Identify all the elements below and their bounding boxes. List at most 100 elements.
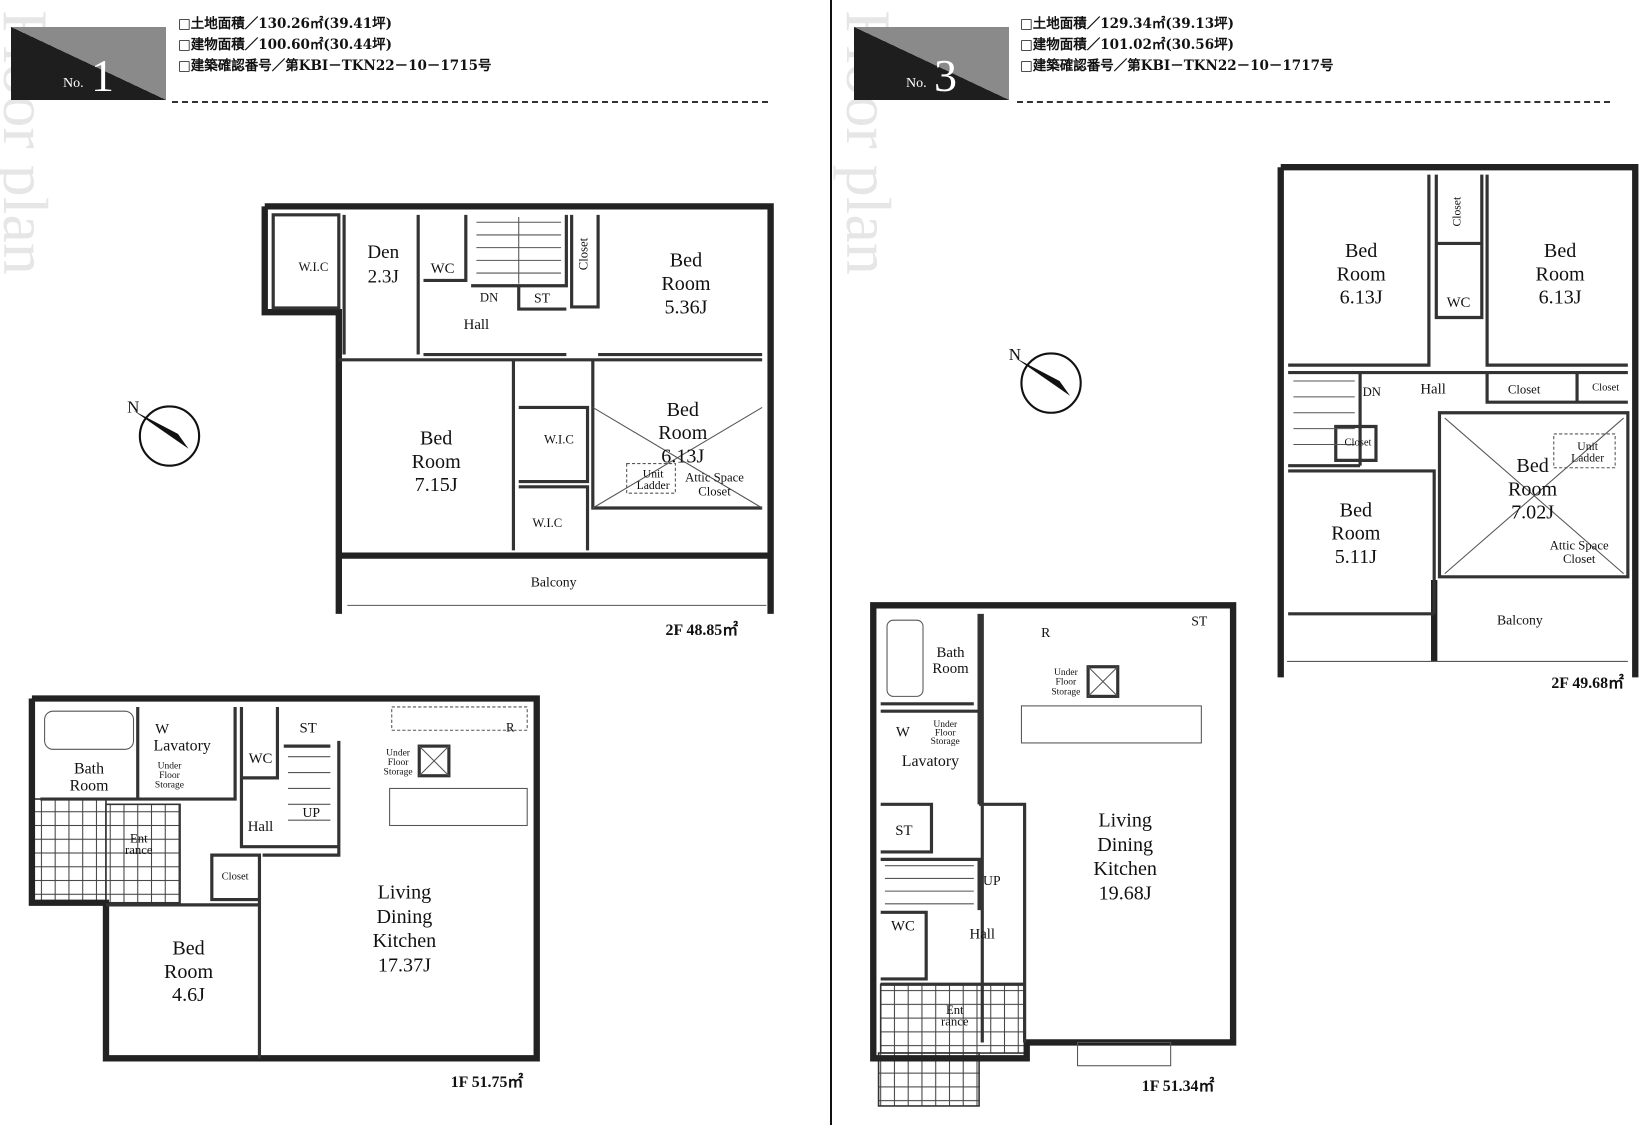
room-label: Den (367, 242, 399, 263)
room-label: Room (70, 778, 109, 795)
room-label: Unit (643, 467, 664, 480)
room-label: Under (933, 720, 958, 730)
land-area: □土地面積／129.34㎡(39.13坪) (1020, 16, 1234, 32)
room-label: 2.3J (368, 267, 399, 288)
room-label: Closet (1563, 552, 1596, 566)
building-area: □建物面積／101.02㎡(30.56坪) (1020, 37, 1234, 53)
page-divider (830, 0, 832, 1125)
room-label: W (896, 725, 910, 741)
room-label: W.I.C (298, 260, 328, 274)
room-label: Storage (155, 780, 184, 790)
land-area: □土地面積／130.26㎡(39.41坪) (178, 16, 392, 32)
plan-number-badge: No. 3 (854, 27, 1009, 101)
room-label: Storage (931, 737, 960, 747)
room-label: Kitchen (373, 930, 437, 952)
room-label: Under (158, 761, 183, 771)
room-label: Living (1098, 810, 1152, 832)
room-label: ST (299, 720, 316, 736)
room-label: Attic Space (685, 471, 744, 485)
room-label: WC (891, 918, 915, 934)
permit-number: □建築確認番号／第KBI－TKN22－10－1715号 (178, 58, 492, 74)
plan-specs: □土地面積／130.26㎡(39.41坪) □建物面積／100.60㎡(30.4… (178, 14, 491, 77)
room-label: Room (932, 661, 969, 677)
room-label: R (1041, 625, 1051, 640)
compass-icon: N (127, 398, 201, 467)
room-label: WC (431, 261, 455, 277)
room-label: Bed (1345, 240, 1377, 262)
room-label: 5.11J (1335, 546, 1377, 568)
room-label: Hall (970, 927, 995, 943)
number-prefix: No. (63, 76, 84, 91)
room-label: Under (386, 749, 411, 759)
floor-area-label: 2F 48.85㎡ (666, 620, 739, 639)
room-label: Floor (1056, 678, 1077, 688)
room-label: WC (1447, 295, 1471, 311)
room-label: DN (1363, 385, 1381, 399)
number-prefix: No. (906, 76, 927, 91)
room-label: 5.36J (664, 296, 707, 318)
room-label: W.I.C (532, 516, 562, 530)
room-label: Bed (667, 399, 699, 421)
compass-north-label: N (1009, 345, 1021, 364)
room-label: W.I.C (544, 432, 574, 446)
room-label: Closet (698, 484, 731, 498)
room-label: W (155, 721, 169, 737)
compass-icon: N (1009, 345, 1082, 414)
plan-specs: □土地面積／129.34㎡(39.13坪) □建物面積／101.02㎡(30.5… (1020, 14, 1333, 77)
room-label: Bath (74, 761, 104, 778)
room-label: 4.6J (172, 984, 205, 1006)
room-label: Closet (1508, 383, 1541, 397)
room-label: rance (125, 843, 153, 857)
room-label: Lavatory (154, 737, 211, 754)
room-label: Room (1331, 523, 1380, 545)
room-label: Bath (937, 645, 966, 661)
room-label: ST (534, 291, 551, 306)
room-label: Closet (222, 871, 249, 882)
room-label: R (506, 720, 515, 734)
room-label: ST (1191, 613, 1208, 628)
room-label: 17.37J (378, 955, 431, 977)
room-label: WC (249, 751, 273, 767)
room-label: Room (412, 451, 461, 473)
room-label: Bed (1544, 240, 1576, 262)
room-label: Closet (1344, 438, 1371, 449)
room-label: Dining (377, 906, 433, 928)
room-label: Room (1536, 263, 1585, 285)
room-label: Hall (464, 317, 489, 333)
room-label: Ladder (637, 479, 670, 492)
floor-area-label: 1F 51.34㎡ (1142, 1076, 1215, 1095)
room-label: Ladder (1571, 451, 1604, 464)
compass-north-label: N (127, 398, 139, 417)
building-area: □建物面積／100.60㎡(30.44坪) (178, 37, 392, 53)
room-label: Floor (935, 729, 956, 739)
floor-area-label: 1F 51.75㎡ (451, 1072, 524, 1091)
room-label: Bed (1516, 455, 1548, 477)
room-label: Living (378, 882, 432, 904)
room-label: Room (1508, 478, 1557, 500)
room-label: Storage (384, 768, 413, 778)
room-label: 7.02J (1511, 502, 1554, 524)
room-label: UP (303, 805, 321, 820)
room-label: Unit (1577, 440, 1598, 453)
room-label: Room (1337, 263, 1386, 285)
room-label: Closet (1592, 383, 1619, 394)
room-label: Ent (130, 831, 148, 845)
room-label: UP (983, 873, 1001, 888)
no3-2f-plan (1277, 164, 1639, 678)
room-label: DN (480, 291, 498, 305)
room-label: Room (164, 961, 213, 983)
floor-area-label: 2F 49.68㎡ (1551, 673, 1624, 692)
room-label: Balcony (1497, 612, 1543, 627)
room-label: Attic Space (1550, 538, 1609, 552)
room-label: 7.15J (415, 474, 458, 496)
dashed-rule (172, 101, 768, 103)
room-label: Bed (1340, 499, 1372, 521)
room-label: Hall (248, 819, 273, 835)
room-label: Room (661, 273, 710, 295)
room-label: Hall (1420, 382, 1445, 398)
room-label: Floor (159, 771, 180, 781)
room-label: Dining (1097, 834, 1153, 856)
dashed-rule (1017, 101, 1610, 103)
